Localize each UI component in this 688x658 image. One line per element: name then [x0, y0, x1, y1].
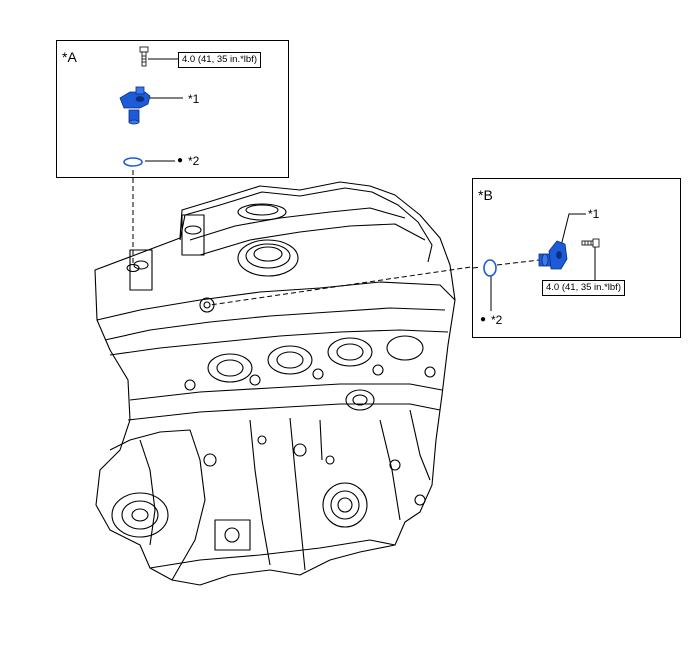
panel-a-part2-bullet: ●: [177, 155, 184, 166]
panel-a-label: *A: [62, 49, 77, 65]
panel-b-part1-callout: *1: [588, 207, 600, 221]
panel-a-parts: [119, 46, 151, 167]
detail-panel-a: [56, 40, 289, 178]
panel-b-label: *B: [478, 187, 493, 203]
engine-block-drawing: [94, 181, 456, 586]
leaders-a: [145, 58, 183, 162]
o-ring-icon: [483, 259, 497, 277]
panel-a-part1-callout: *1: [188, 92, 200, 106]
panel-b-torque-spec: 4.0 (41, 35 in.*lbf): [542, 280, 625, 296]
detail-panel-b: [472, 178, 681, 338]
bolt-icon: [139, 46, 149, 67]
panel-b-parts: [473, 213, 600, 311]
panel-b-part2-callout: *2: [491, 313, 503, 327]
panel-a-torque-spec: 4.0 (41, 35 in.*lbf): [178, 52, 261, 68]
camshaft-position-sensor-icon: [538, 240, 568, 270]
camshaft-position-sensor-icon: [119, 86, 151, 125]
panel-a-part2-callout: *2: [188, 154, 200, 168]
o-ring-icon: [123, 157, 143, 167]
panel-b-part2-bullet: ●: [480, 314, 487, 325]
guide-line-b: [209, 265, 479, 306]
bolt-icon: [581, 238, 600, 248]
